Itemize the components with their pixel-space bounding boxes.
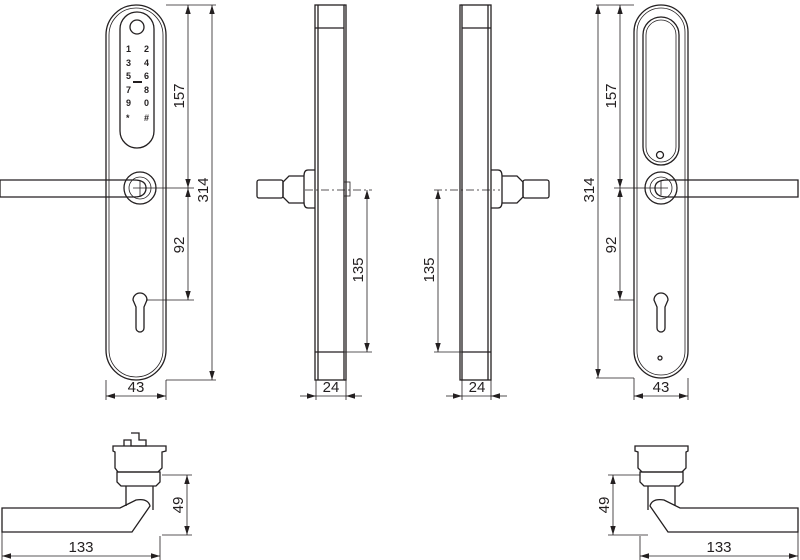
handle-neck	[647, 486, 676, 510]
key-0: 0	[144, 98, 149, 108]
spindle-square	[522, 179, 550, 199]
dim-43-right: 43	[653, 379, 670, 396]
keypad: 1 2 3 4 5 6 7 8 9 0 * #	[126, 44, 149, 123]
lever-top	[1, 498, 151, 533]
key-4: 4	[144, 58, 149, 68]
lever-top	[649, 498, 799, 533]
side-body	[461, 4, 492, 381]
side-rose	[491, 169, 503, 209]
top-view-left: 49 133	[1, 432, 192, 560]
dim-135-left: 135	[350, 257, 367, 282]
dim-92-right: 92	[603, 237, 620, 254]
key-hash: #	[144, 113, 149, 123]
dim-157-right: 157	[603, 83, 620, 108]
spindle-neck	[282, 175, 304, 204]
key-6: 6	[144, 71, 149, 81]
dim-133-right: 133	[706, 539, 731, 556]
key-5: 5	[126, 71, 131, 81]
spindle-neck	[502, 175, 524, 204]
rosette-cup	[634, 445, 689, 473]
dim-133-left: 133	[68, 539, 93, 556]
dim-24-left: 24	[323, 379, 340, 396]
dim-49-left: 49	[170, 497, 187, 514]
dim-157-left: 157	[171, 83, 188, 108]
keypad-window	[119, 11, 155, 149]
side-view-left: 135 24	[256, 4, 372, 400]
handle-center-mark	[133, 180, 147, 197]
dim-49-right: 49	[596, 497, 613, 514]
handle-neck	[125, 486, 154, 510]
escutcheon-plate	[105, 4, 167, 381]
set-screw-hole	[657, 355, 663, 361]
cylinder-keyhole	[653, 292, 669, 333]
keypad-indicator	[133, 81, 142, 83]
left-front-view: 1 2 3 4 5 6 7 8 9 0 * # 157 92 314 43	[0, 4, 216, 400]
battery-cover	[642, 16, 680, 166]
side-body	[314, 4, 345, 381]
side-rose	[303, 169, 315, 209]
top-view-right: 49 133	[596, 445, 799, 560]
rosette-cup	[112, 445, 167, 473]
key-star: *	[126, 113, 130, 123]
key-2: 2	[144, 44, 149, 54]
cylinder-keyhole	[132, 292, 148, 333]
escutcheon-plate	[633, 4, 689, 379]
dim-43-left: 43	[128, 379, 145, 396]
key-8: 8	[144, 85, 149, 95]
dim-24-right: 24	[469, 379, 486, 396]
plate-inner-edge	[636, 7, 686, 376]
key-3: 3	[126, 58, 131, 68]
key-7: 7	[126, 85, 131, 95]
dim-92-left: 92	[171, 237, 188, 254]
screw-boss	[343, 181, 351, 197]
key-9: 9	[126, 98, 131, 108]
spindle-square	[256, 179, 284, 199]
screw-icon	[655, 150, 665, 160]
key-1: 1	[126, 44, 131, 54]
dim-314-right: 314	[581, 177, 598, 202]
fingerprint-sensor-icon	[129, 19, 145, 35]
dim-314-left: 314	[195, 177, 212, 202]
dim-135-right: 135	[421, 257, 438, 282]
right-front-view: 157 92 314 43	[581, 4, 799, 400]
spindle-tip	[123, 432, 147, 447]
plate-inner-edge	[108, 7, 164, 378]
side-view-right: 135 24	[421, 4, 550, 400]
